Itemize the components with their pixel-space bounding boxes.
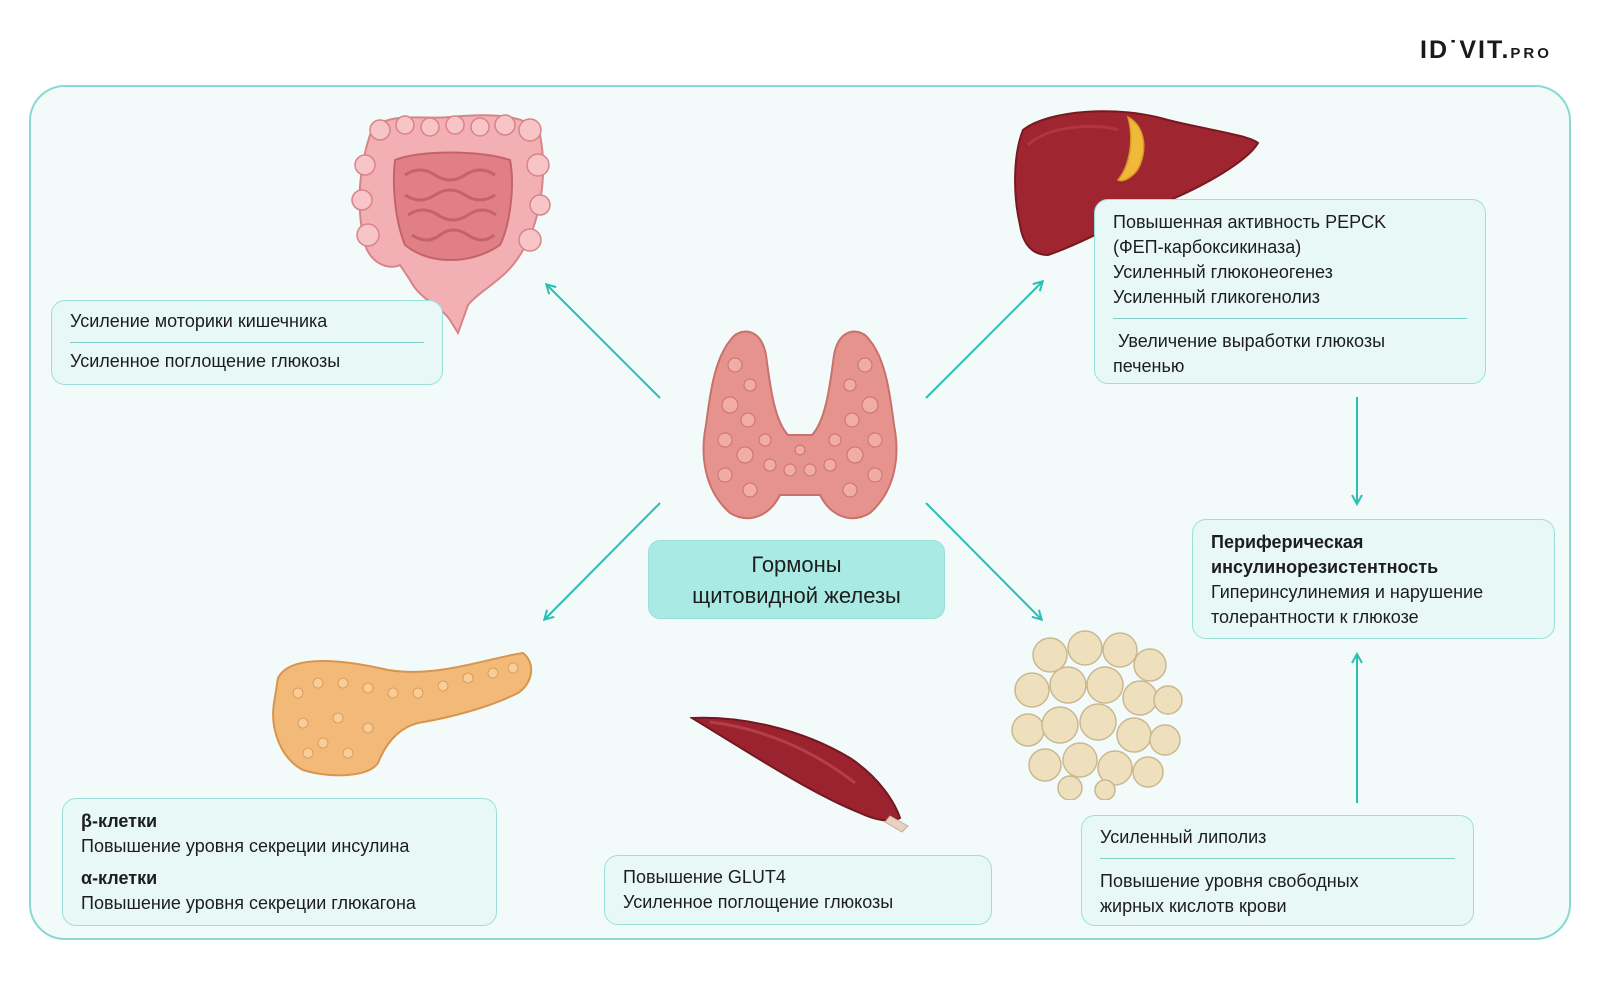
fat-item-1: Усиленный липолиз — [1100, 827, 1267, 847]
pancreas-icon — [272, 651, 533, 777]
insulin-title-1: Периферическая — [1211, 532, 1364, 552]
fat-item-2-line-1: Повышение уровня свободных — [1100, 871, 1359, 891]
beta-cells-title: β-клетки — [81, 811, 158, 831]
fat-tissue-icon — [1011, 630, 1183, 800]
intestine-item-2: Усиленное поглощение глюкозы — [70, 351, 341, 371]
muscle-line-1: Повышение GLUT4 — [623, 867, 786, 887]
intestine-icon — [351, 114, 551, 335]
beta-cells-text: Повышение уровня секреции инсулина — [81, 836, 410, 856]
intestine-effects-box: Усиление моторики кишечника Усиленное по… — [51, 300, 443, 385]
intestine-item-1: Усиление моторики кишечника — [70, 311, 328, 331]
liver-line-3: Усиленный глюконеогенез — [1113, 262, 1333, 282]
muscle-icon — [690, 716, 909, 833]
divider — [1100, 858, 1455, 859]
fat-effects-box: Усиленный липолиз Повышение уровня свобо… — [1081, 815, 1474, 926]
center-line-2: щитовидной железы — [692, 582, 901, 608]
alpha-cells-title: α-клетки — [81, 868, 158, 888]
liver-line-5: Увеличение выработки глюкозы — [1113, 331, 1386, 351]
insulin-title-2: инсулинорезистентность — [1211, 557, 1439, 577]
liver-line-6: печенью — [1113, 356, 1185, 376]
thyroid-hormones-label: Гормоны щитовидной железы — [648, 540, 945, 619]
insulin-line-1: Гиперинсулинемия и нарушение — [1211, 582, 1484, 602]
muscle-line-2: Усиленное поглощение глюкозы — [623, 892, 894, 912]
idvit-logo: ID˙VIT.PRO — [1420, 36, 1552, 65]
pancreas-effects-box: β-клетки Повышение уровня секреции инсул… — [62, 798, 497, 926]
logo-suffix: PRO — [1510, 45, 1552, 62]
divider — [1113, 318, 1467, 319]
insulin-resistance-box: Периферическая инсулинорезистентность Ги… — [1192, 519, 1555, 639]
divider — [70, 342, 424, 343]
liver-effects-box: Повышенная активность PEPCK (ФЕП-карбокс… — [1094, 199, 1486, 384]
fat-item-2-line-2: жирных кислотв крови — [1100, 896, 1287, 916]
liver-line-4: Усиленный гликогенолиз — [1113, 287, 1321, 307]
muscle-effects-box: Повышение GLUT4 Усиленное поглощение глю… — [604, 855, 992, 925]
liver-line-2: (ФЕП-карбоксикиназа) — [1113, 237, 1302, 257]
alpha-cells-text: Повышение уровня секреции глюкагона — [81, 893, 416, 913]
center-line-1: Гормоны — [751, 551, 842, 577]
thyroid-icon — [702, 330, 898, 520]
logo-main: ID˙VIT. — [1420, 36, 1511, 64]
liver-line-1: Повышенная активность PEPCK — [1113, 212, 1387, 232]
insulin-line-2: толерантности к глюкозе — [1211, 607, 1419, 627]
